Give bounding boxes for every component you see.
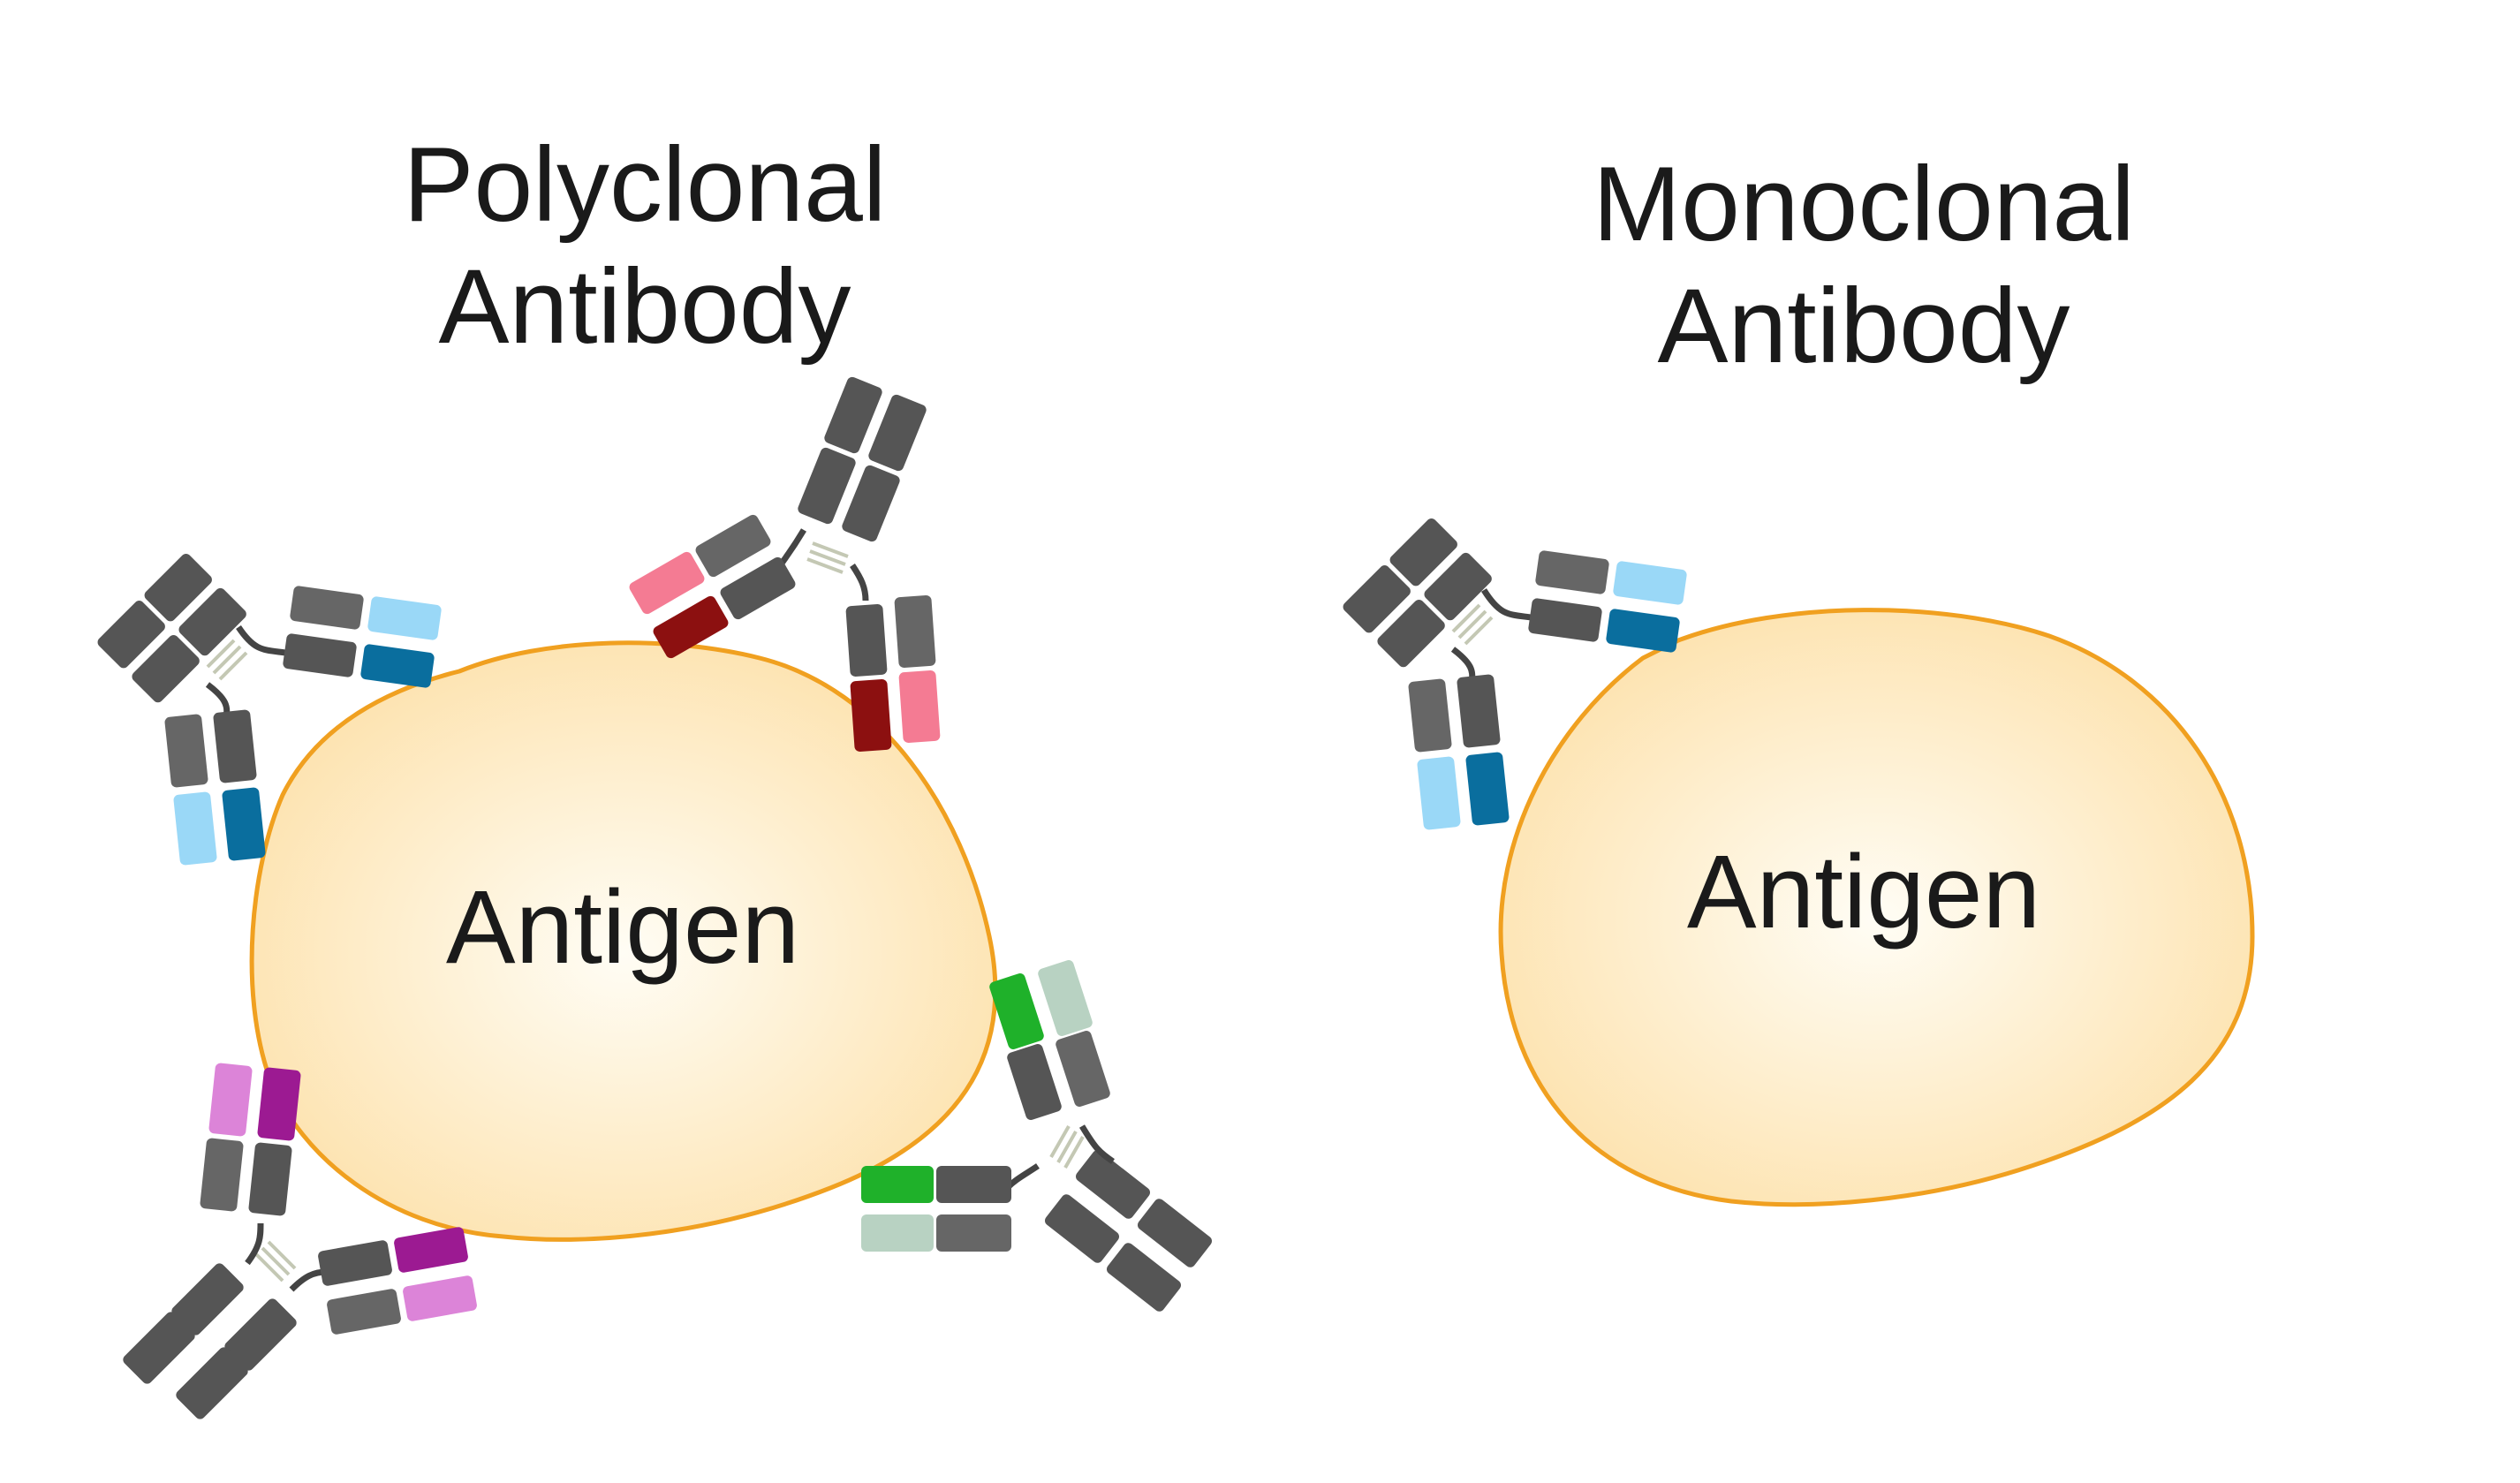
hinge-bonds — [206, 639, 248, 681]
hinge-bonds — [1451, 603, 1494, 646]
monoclonal-antigen-label: Antigen — [1687, 834, 2040, 950]
polyclonal-antigen — [249, 640, 998, 1242]
antibody-purple-polyclonal — [123, 1063, 477, 1419]
antibody-blue-polyclonal — [97, 554, 442, 866]
fab-arm-vertical — [164, 709, 266, 866]
fc-region — [123, 1263, 297, 1419]
hinge-bonds — [1049, 1125, 1085, 1169]
fab-arm-horizontal — [861, 1166, 1011, 1252]
hinge-bonds — [806, 541, 849, 574]
fab-arm-right — [845, 595, 941, 752]
fab-arm-horizontal — [283, 586, 442, 688]
fab-arm-vertical — [989, 960, 1110, 1120]
fc-region — [1343, 518, 1492, 668]
monoclonal-title-line2: Antibody — [1658, 267, 2070, 385]
hinge-bonds — [254, 1240, 297, 1282]
polyclonal-title-line2: Antibody — [439, 247, 851, 366]
fab-arm-vertical — [200, 1063, 301, 1216]
fc-region — [798, 376, 927, 542]
monoclonal-panel: Monoclonal Antibody Antigen — [1343, 145, 2255, 1207]
fc-region — [1044, 1150, 1213, 1312]
fc-region — [97, 554, 246, 703]
monoclonal-antigen — [1498, 608, 2255, 1207]
polyclonal-title-line1: Polyclonal — [404, 125, 887, 244]
polyclonal-antigen-label: Antigen — [446, 869, 799, 986]
fab-arm-horizontal — [318, 1227, 477, 1335]
antibody-red-polyclonal — [629, 376, 941, 752]
antibody-green-polyclonal — [861, 960, 1213, 1312]
fab-arm-left — [629, 514, 796, 659]
fab-arm-horizontal — [1528, 550, 1687, 653]
fab-arm-vertical — [1408, 674, 1510, 830]
monoclonal-title-line1: Monoclonal — [1593, 145, 2135, 263]
polyclonal-panel: Polyclonal Antibody Antigen — [97, 125, 1213, 1419]
antibody-blue-monoclonal — [1343, 518, 1687, 830]
